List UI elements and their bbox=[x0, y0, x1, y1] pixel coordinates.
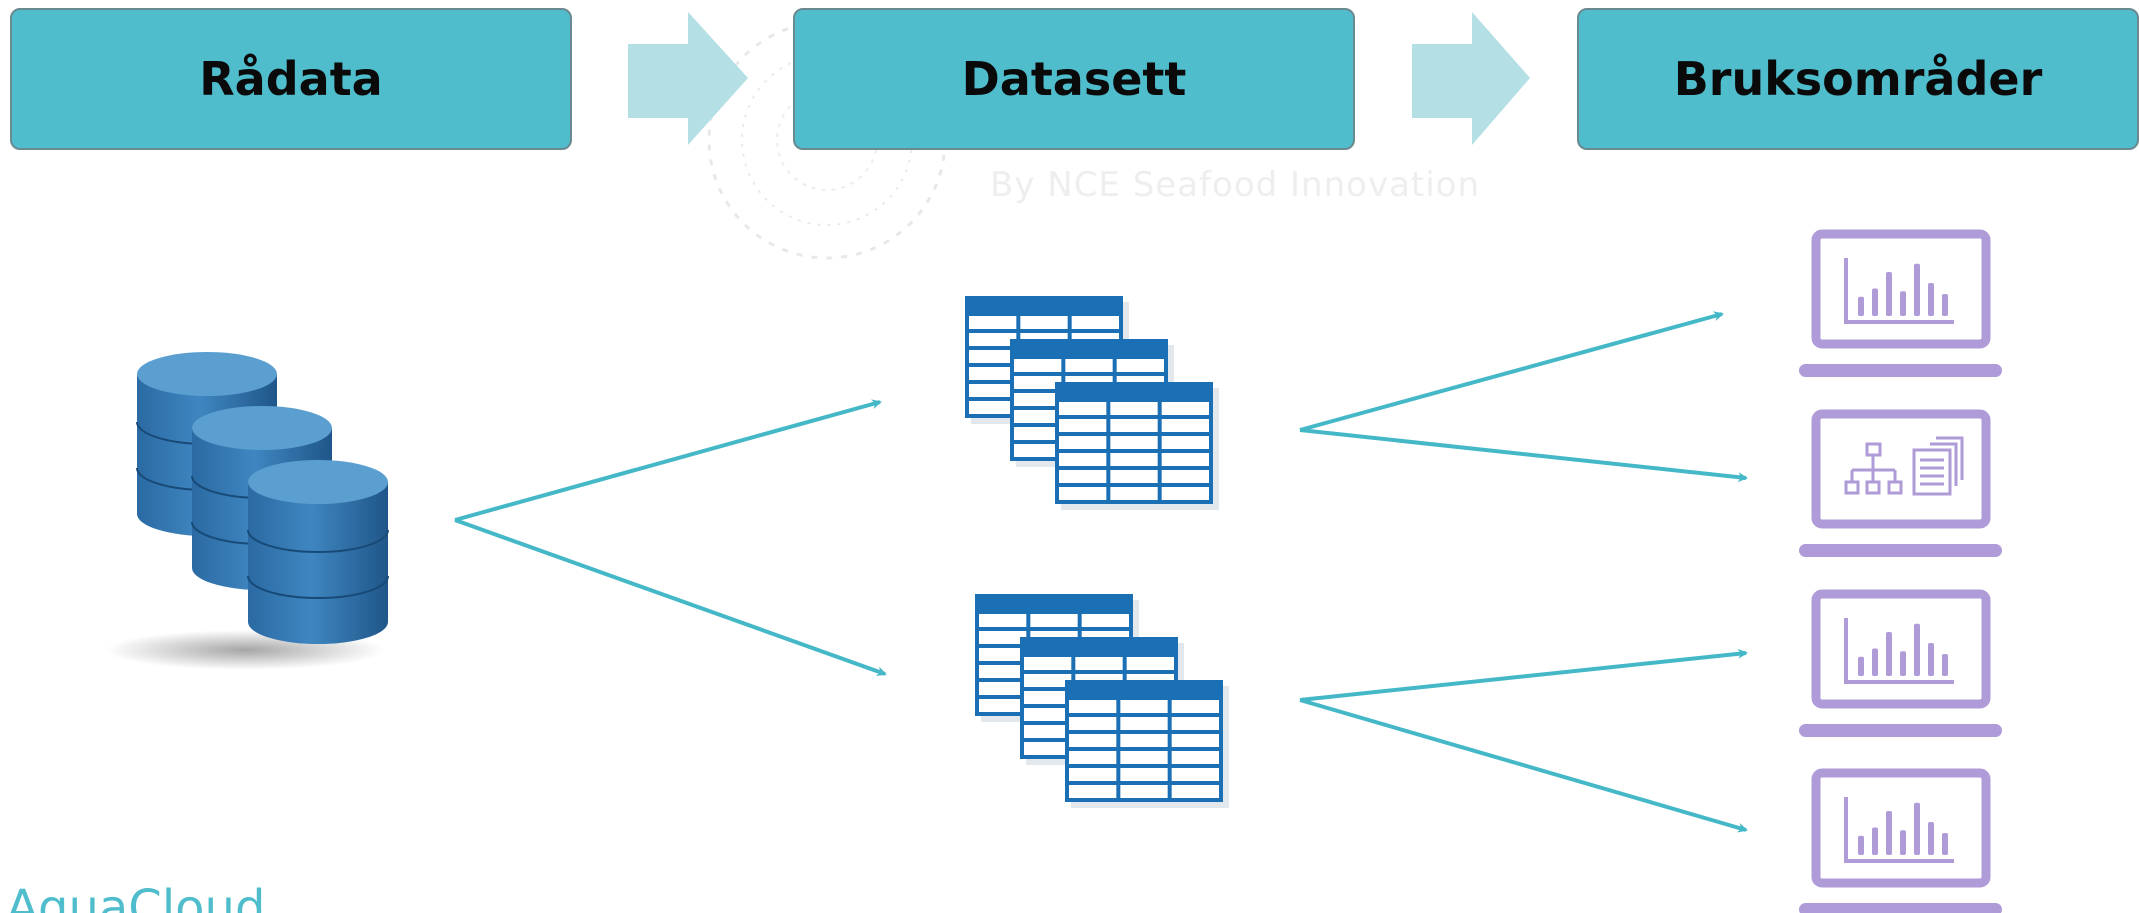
table-stack-icon bbox=[975, 594, 1229, 808]
connector-dataset-1-to-use-2 bbox=[1299, 428, 1748, 483]
use-cases bbox=[1799, 229, 2002, 913]
stage-uses: Bruksområder bbox=[1577, 8, 2139, 150]
stage-datasets: Datasett bbox=[793, 8, 1355, 150]
connector-raw-to-dataset-1 bbox=[454, 399, 882, 522]
stage-datasets-label: Datasett bbox=[961, 52, 1187, 106]
stage-raw-data-label: Rådata bbox=[199, 52, 383, 106]
stage-arrow-2 bbox=[1412, 12, 1530, 145]
stage-uses-label: Bruksområder bbox=[1673, 52, 2043, 106]
connector-raw-to-dataset-2 bbox=[454, 518, 887, 677]
bar-chart-laptop-icon bbox=[1799, 589, 2002, 737]
watermark-text: By NCE Seafood Innovation bbox=[990, 165, 1481, 205]
connector-dataset-2-to-use-4 bbox=[1299, 698, 1748, 833]
bar-chart-laptop-icon bbox=[1799, 229, 2002, 377]
datasets bbox=[965, 296, 1229, 808]
stage-arrow-1 bbox=[628, 12, 748, 145]
connectors bbox=[454, 311, 1748, 833]
bar-chart-laptop-icon bbox=[1799, 768, 2002, 913]
database-cylinder-3 bbox=[247, 460, 389, 644]
table-stack-icon bbox=[965, 296, 1219, 510]
brand-logo-text: AquaCloud bbox=[6, 880, 266, 913]
org-chart-laptop-icon bbox=[1799, 409, 2002, 557]
stage-raw-data: Rådata bbox=[10, 8, 572, 150]
connector-dataset-2-to-use-3 bbox=[1299, 648, 1748, 702]
database-stack-icon bbox=[105, 352, 389, 670]
connector-dataset-1-to-use-1 bbox=[1299, 311, 1724, 432]
